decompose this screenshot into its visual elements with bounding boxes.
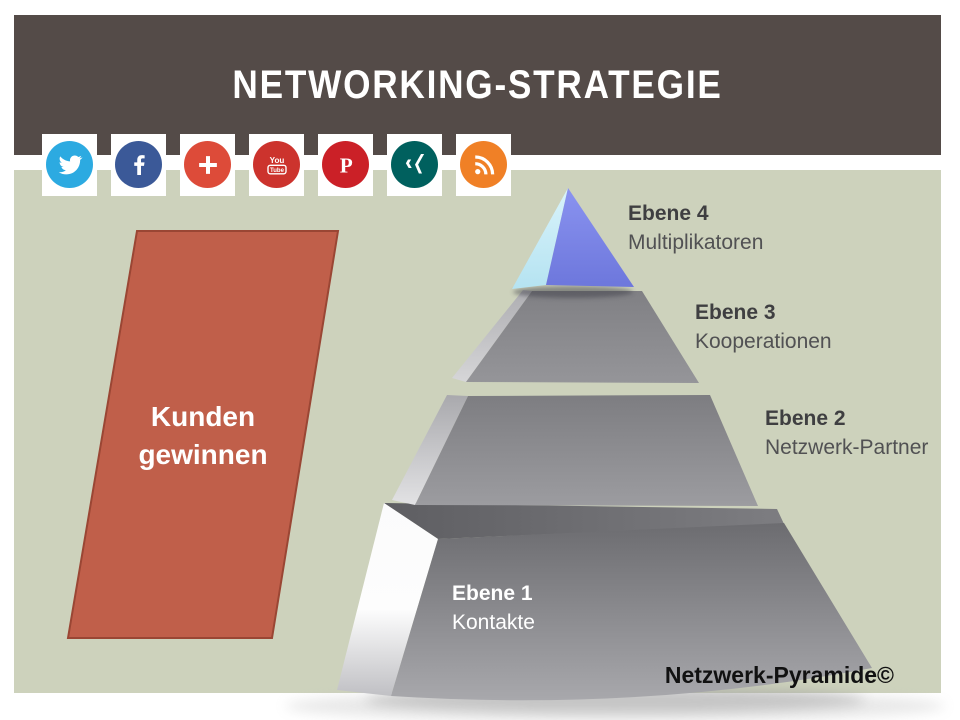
svg-text:Tube: Tube [270, 167, 285, 173]
copyright-credit: Netzwerk-Pyramide© [664, 662, 894, 688]
title-band: NETWORKING-STRATEGIE [14, 15, 941, 155]
google-plus-link[interactable] [180, 134, 235, 196]
pyramid-reflection [285, 690, 945, 720]
google-plus-icon [184, 141, 231, 188]
level-4-title: Ebene 4 [628, 202, 709, 225]
rss-icon [460, 141, 507, 188]
youtube-icon: You Tube [253, 141, 300, 188]
rss-link[interactable] [456, 134, 511, 196]
social-icon-row: You Tube P [42, 134, 511, 196]
facebook-link[interactable] [111, 134, 166, 196]
level-1-label: Ebene 1 Kontakte [452, 579, 535, 637]
level-4-label: Ebene 4 Multiplikatoren [628, 199, 763, 257]
twitter-link[interactable] [42, 134, 97, 196]
cta-line2: gewinnen [138, 439, 268, 470]
kunden-gewinnen-label: Kunden gewinnen [98, 398, 308, 474]
level-2-title: Ebene 2 [765, 407, 846, 430]
cta-line1: Kunden [150, 401, 256, 432]
facebook-icon [115, 141, 162, 188]
level-3-label: Ebene 3 Kooperationen [695, 298, 832, 356]
level-1-subtitle: Kontakte [452, 611, 535, 634]
youtube-link[interactable]: You Tube [249, 134, 304, 196]
twitter-icon [46, 141, 93, 188]
level-3-title: Ebene 3 [695, 301, 776, 324]
svg-text:P: P [339, 153, 352, 177]
xing-icon [391, 141, 438, 188]
labels-layer: Kunden gewinnen Ebene 4 Multiplikatoren … [14, 170, 941, 693]
level-2-subtitle: Netzwerk-Partner [765, 436, 929, 459]
svg-text:You: You [269, 156, 284, 165]
pinterest-link[interactable]: P [318, 134, 373, 196]
level-3-subtitle: Kooperationen [695, 330, 832, 353]
level-2-label: Ebene 2 Netzwerk-Partner [765, 404, 928, 462]
pinterest-icon: P [322, 141, 369, 188]
slide-title: NETWORKING-STRATEGIE [232, 62, 723, 107]
level-4-subtitle: Multiplikatoren [628, 231, 764, 254]
xing-link[interactable] [387, 134, 442, 196]
level-1-title: Ebene 1 [452, 582, 533, 605]
